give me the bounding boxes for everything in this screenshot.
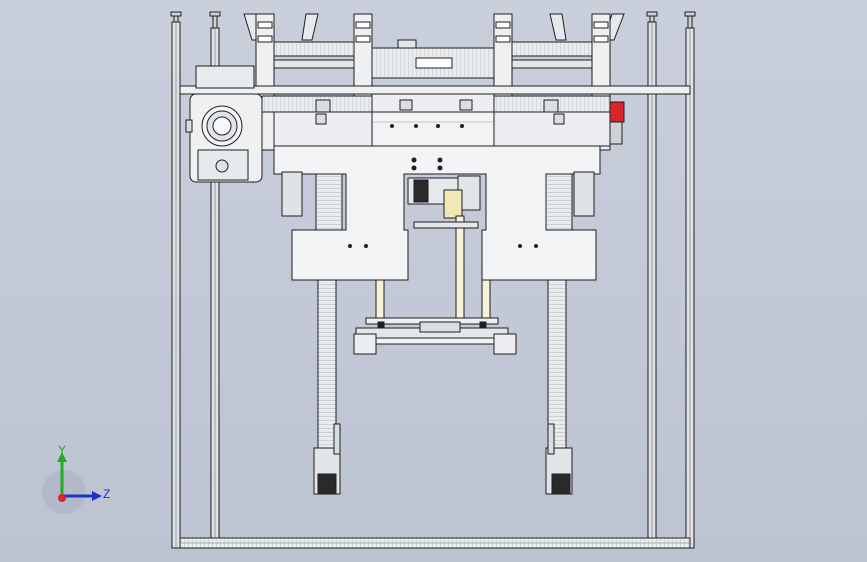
carriage-plate [273,145,601,281]
z-axis-label: Z [103,487,111,501]
y-axis-label: Y [58,443,67,457]
vertical-axes [313,279,573,495]
emergency-stop-icon[interactable] [609,101,625,145]
gripper-assembly [353,317,517,355]
top-gantry [179,13,691,151]
coordinate-triad-icon [40,436,120,516]
outer-frame [170,11,696,549]
motor-icon [185,65,263,183]
